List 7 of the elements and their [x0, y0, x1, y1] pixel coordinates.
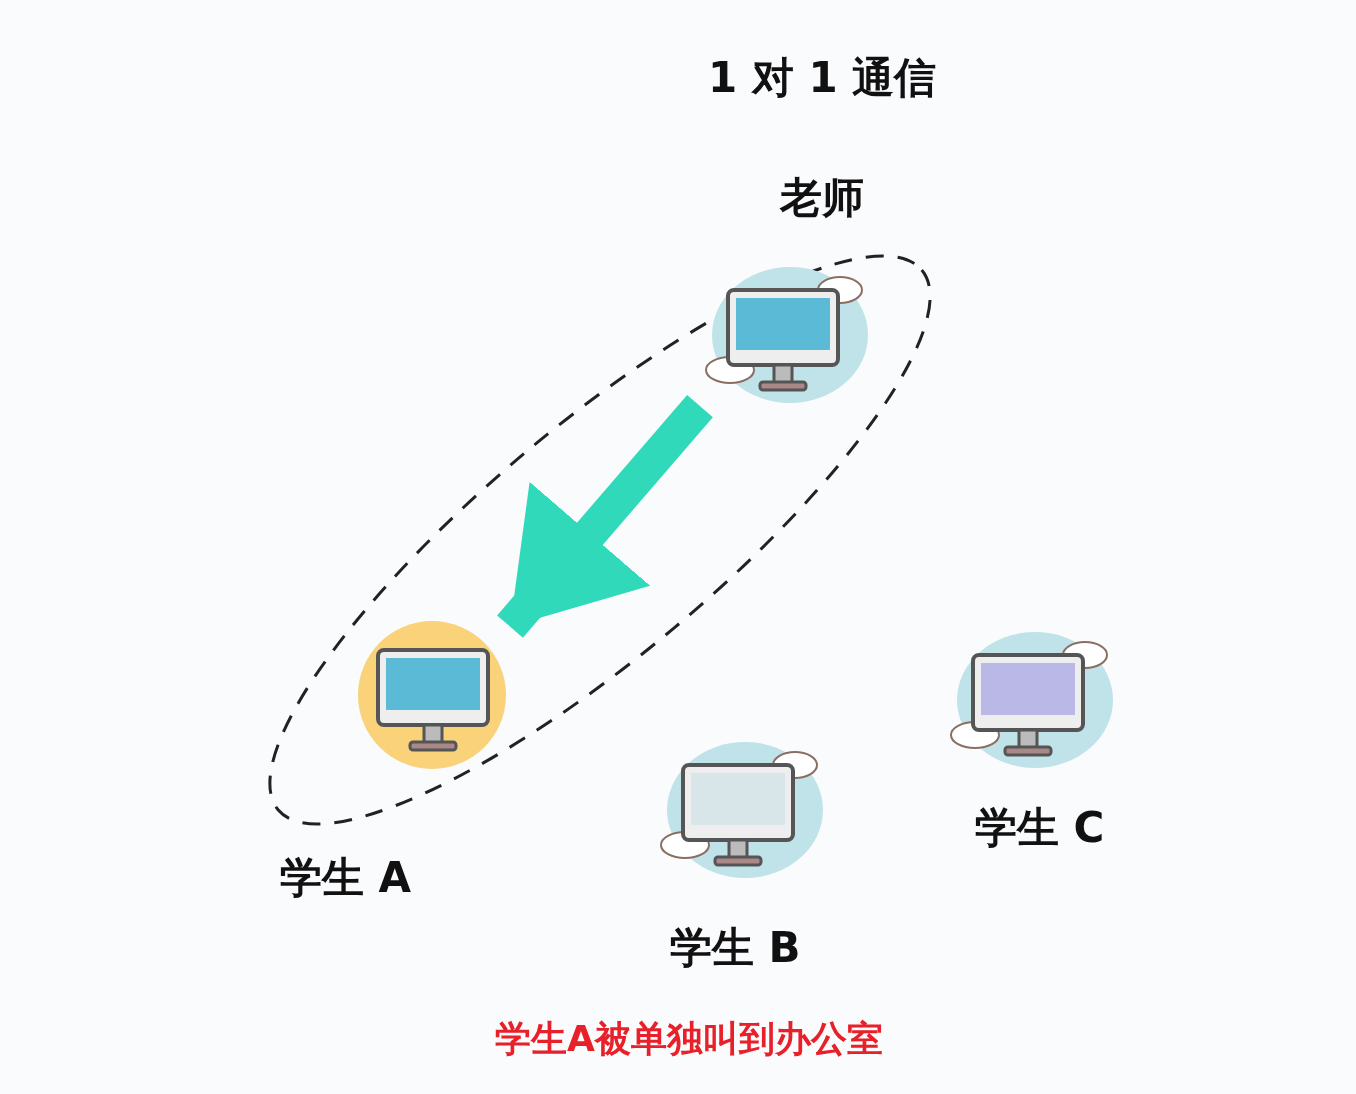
node-label: 学生 C [975, 802, 1105, 854]
caption: 学生A被单独叫到办公室 [495, 1017, 883, 1061]
arrow [497, 394, 713, 638]
node-label: 学生 A [280, 852, 412, 904]
node-label: 学生 B [670, 922, 801, 974]
node-label: 老师 [780, 172, 864, 224]
diagram-title: 1 对 1 通信 [708, 52, 937, 104]
